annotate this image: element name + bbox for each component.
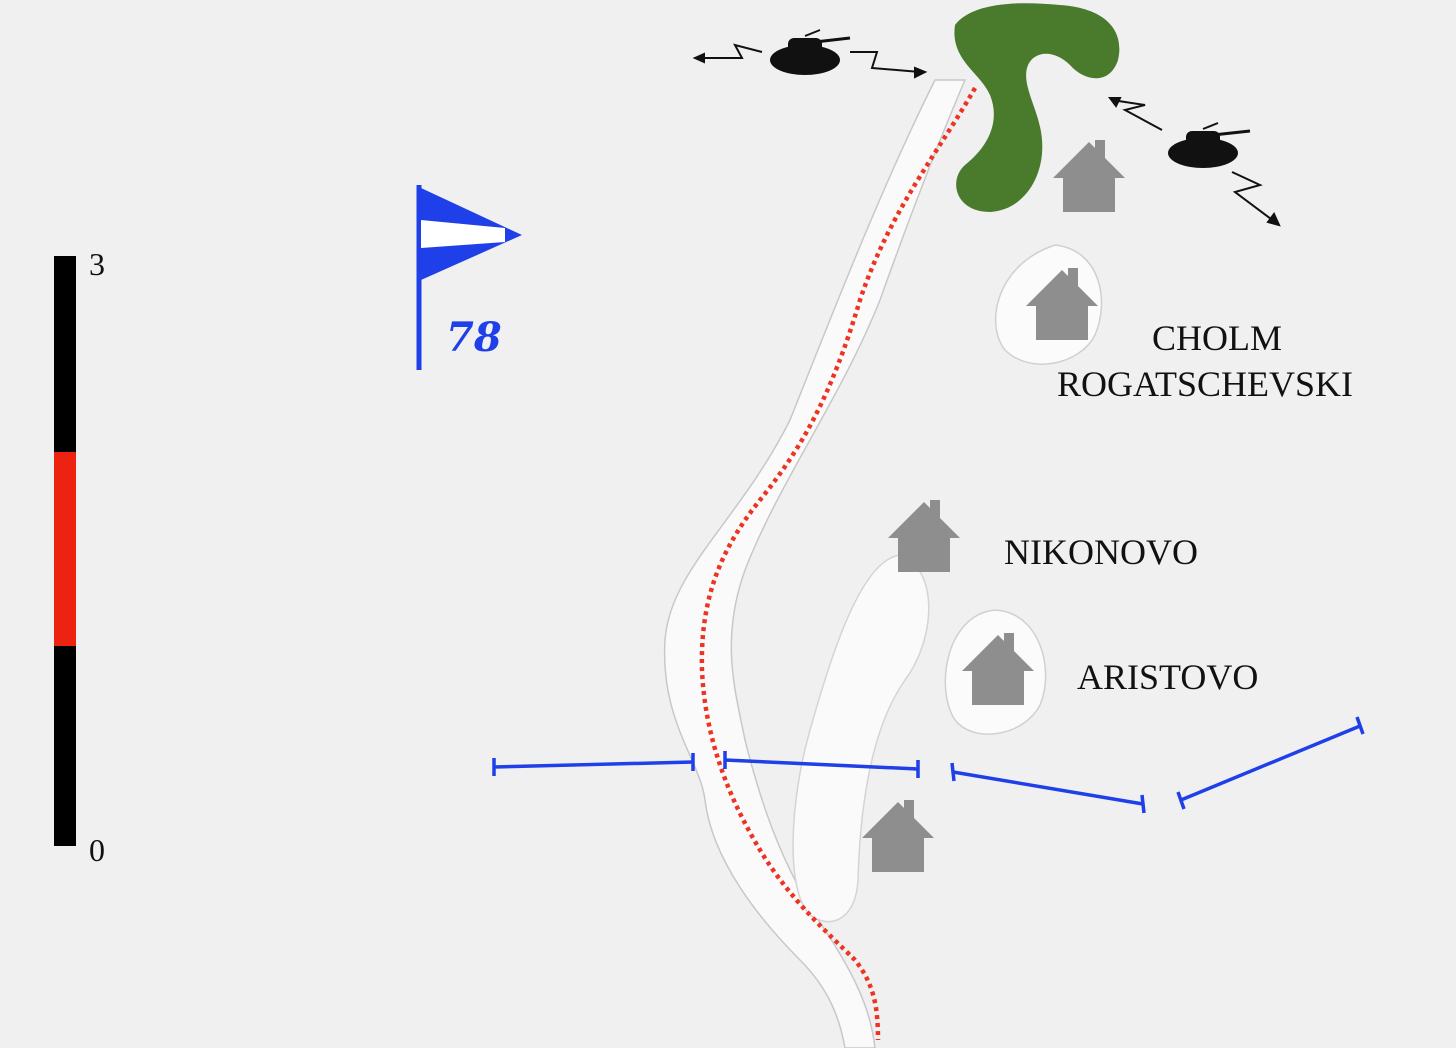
tank-icon	[1168, 122, 1251, 168]
place-label-rogatschevski: ROGATSCHEVSKI	[1057, 364, 1354, 404]
scale-bar-middle-segment	[54, 452, 76, 646]
route-line	[699, 86, 977, 1041]
house-icon	[862, 800, 934, 872]
house-icon	[1026, 268, 1098, 340]
unit-number: 78	[446, 314, 502, 361]
lightning-arrow-icon	[1108, 97, 1281, 227]
place-label-cholm: CHOLM	[1152, 318, 1283, 358]
scale-bar-top-segment	[54, 256, 76, 452]
lightning-arrow-icon	[692, 43, 928, 79]
house-icon	[888, 500, 960, 572]
unit-flag-icon	[416, 185, 522, 370]
house-icon	[962, 633, 1034, 705]
river	[663, 79, 967, 1048]
place-label-nikonovo: NIKONOVO	[1004, 532, 1198, 572]
scale-bar-max-label: 3	[89, 246, 105, 282]
forest	[954, 3, 1120, 213]
tank-icon	[770, 29, 851, 75]
scale-bar-min-label: 0	[89, 832, 105, 868]
houses	[862, 140, 1125, 872]
front-line	[492, 716, 1365, 814]
place-label-aristovo: ARISTOVO	[1077, 657, 1259, 697]
house-icon	[1053, 140, 1125, 212]
island	[792, 554, 930, 923]
scale-bar-bottom-segment	[54, 646, 76, 846]
